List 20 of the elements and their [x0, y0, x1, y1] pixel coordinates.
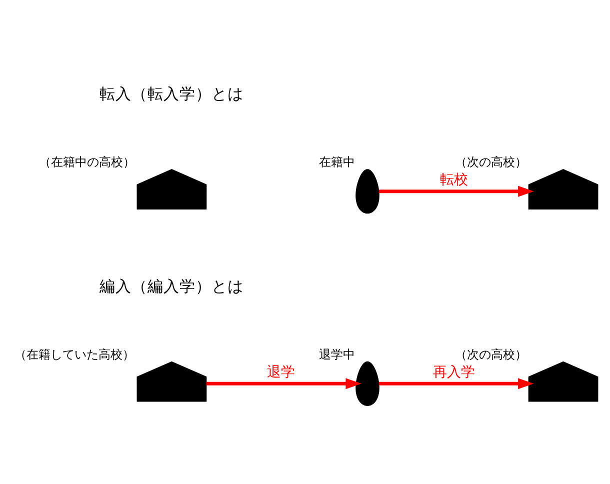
arrow	[206, 378, 362, 389]
node-label: 退学中	[319, 346, 356, 361]
node-building	[136, 360, 207, 402]
node-label: （次の高校）	[455, 346, 528, 361]
node-label: （在籍していた高校）	[14, 346, 135, 361]
node-person	[356, 168, 380, 214]
node-person	[356, 360, 380, 406]
node-building	[136, 168, 207, 209]
arrow	[378, 378, 534, 389]
arrow	[378, 185, 534, 196]
label: 転入（転入学）とは	[100, 84, 244, 103]
node-building	[528, 360, 598, 402]
node-label: 在籍中	[319, 154, 356, 169]
edge-label: 再入学	[432, 364, 475, 380]
node-label: （次の高校）	[455, 154, 528, 169]
node-building	[528, 168, 598, 209]
label: 編入（編入学）とは	[100, 276, 244, 295]
edge-label: 転校	[440, 172, 468, 188]
node-label: （在籍中の高校）	[38, 154, 135, 169]
edge-label: 退学	[267, 364, 296, 380]
